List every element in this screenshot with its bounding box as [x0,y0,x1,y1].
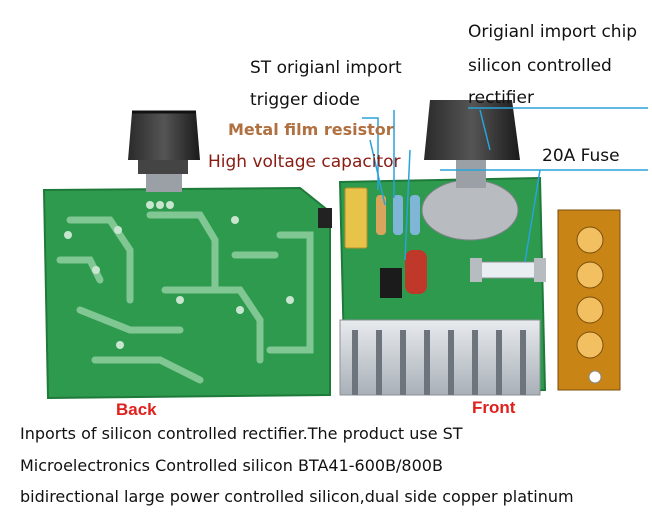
caption-line3: bidirectional large power controlled sil… [20,487,574,506]
back-board [42,110,332,400]
annotation-chip-line3: rectifier [468,88,534,108]
caption-line2: Microelectronics Controlled silicon BTA4… [20,456,443,475]
front-label: Front [472,398,516,417]
annotation-resistor: Metal film resistor [228,120,394,139]
caption-line1: Inports of silicon controlled rectifier.… [20,424,463,443]
annotation-capacitor: High voltage capacitor [208,152,401,172]
annotation-chip-line2: silicon controlled [468,56,612,76]
back-label: Back [116,400,157,419]
callout-lines [362,107,648,263]
annotation-fuse: 20A Fuse [542,146,620,166]
annotation-trigger-diode-line1: ST origianl import [250,58,402,78]
annotation-trigger-diode-line2: trigger diode [250,90,360,110]
front-board [338,100,621,396]
annotation-chip-line1: Origianl import chip [468,22,638,42]
